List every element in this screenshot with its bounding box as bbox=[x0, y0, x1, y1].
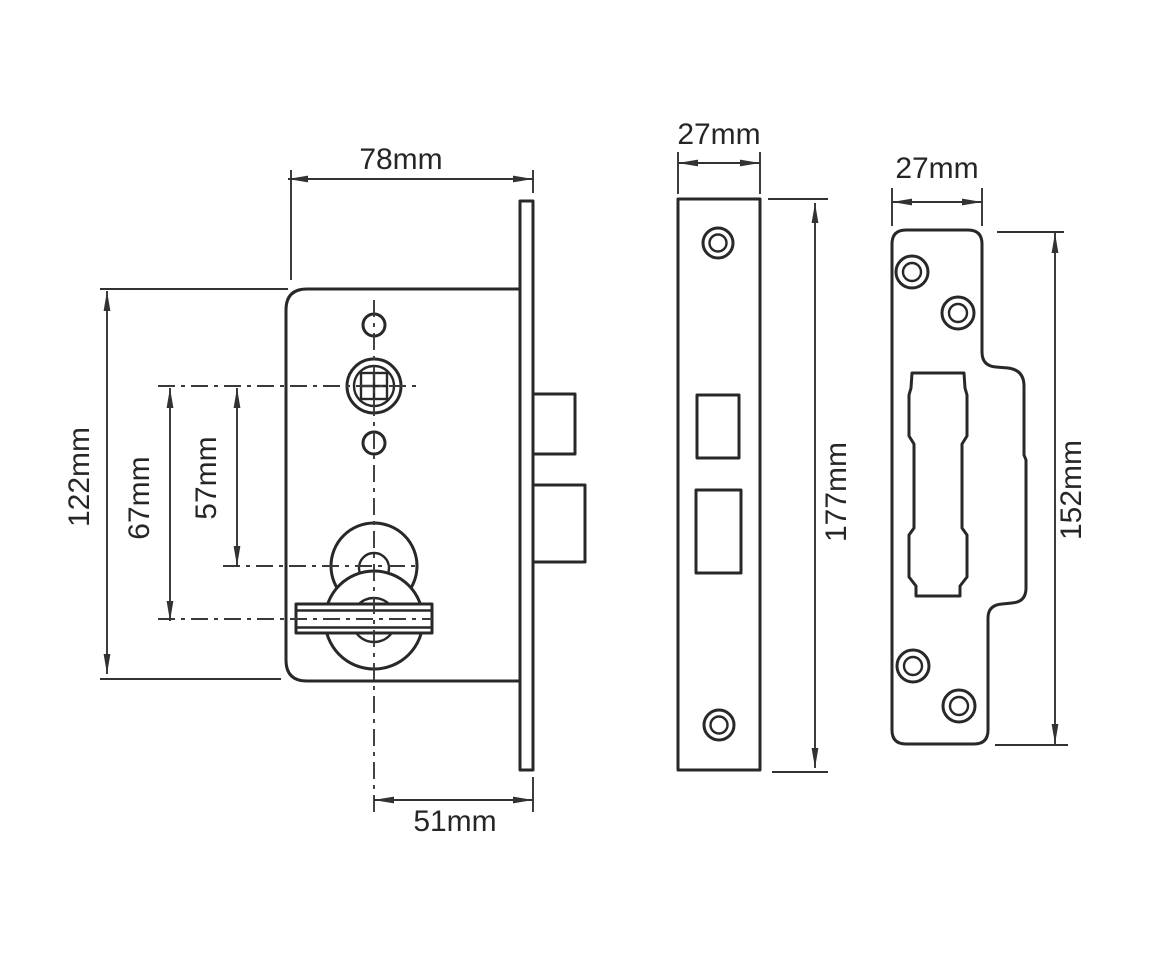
dim-label-strike-height: 152mm bbox=[1055, 440, 1088, 540]
strike-screw-hole-3-inner bbox=[902, 655, 924, 677]
dim-label-backset: 51mm bbox=[413, 805, 496, 838]
dim-lock-width: 78mm bbox=[288, 143, 534, 280]
faceplate-screw-hole-bottom bbox=[702, 708, 736, 742]
dim-label-lock-height: 122mm bbox=[63, 427, 96, 527]
strike-screw-hole-2 bbox=[940, 295, 976, 331]
strike-screw-hole-1-inner bbox=[901, 261, 923, 283]
strike-screw-hole-3 bbox=[895, 648, 931, 684]
strike-screw-hole-2-inner bbox=[947, 302, 969, 324]
strike-cutout bbox=[907, 371, 969, 598]
dim-label-faceplate-height: 177mm bbox=[820, 442, 853, 542]
dim-cylinder-centre: 67mm bbox=[123, 388, 174, 621]
dim-strike-height: 152mm bbox=[995, 231, 1088, 746]
dim-strike-width: 27mm bbox=[891, 152, 983, 226]
dim-backset: 51mm bbox=[374, 777, 534, 838]
dim-faceplate-width: 27mm bbox=[677, 118, 761, 194]
dim-label-faceplate-width: 27mm bbox=[677, 118, 760, 151]
faceplate-screw-hole-bottom-inner bbox=[709, 715, 729, 735]
strike-screw-hole-4-inner bbox=[948, 695, 970, 717]
faceplate-edge bbox=[518, 199, 535, 772]
faceplate-screw-hole-top-inner bbox=[708, 233, 728, 253]
faceplate-screw-hole-top bbox=[701, 226, 735, 260]
dim-label-strike-width: 27mm bbox=[895, 152, 978, 185]
dead-bolt bbox=[531, 483, 587, 564]
faceplate-front-view: 27mm 177mm bbox=[676, 118, 853, 773]
dim-label-lock-width: 78mm bbox=[359, 143, 442, 176]
dim-label-cylinder-top: 57mm bbox=[190, 436, 223, 519]
deadbolt-cutout bbox=[694, 488, 743, 575]
thumbturn-bar-lines bbox=[296, 609, 432, 629]
latch-bolt bbox=[531, 392, 577, 456]
dim-cylinder-top: 57mm bbox=[190, 388, 241, 566]
dim-label-cylinder-centre: 67mm bbox=[123, 456, 156, 539]
latch-cutout bbox=[695, 393, 741, 460]
strike-screw-hole-4 bbox=[941, 688, 977, 724]
strike-screw-hole-1 bbox=[894, 254, 930, 290]
dim-lock-height: 122mm bbox=[63, 288, 288, 680]
faceplate-outline bbox=[676, 197, 762, 772]
strike-plate-view: 27mm 152mm bbox=[890, 152, 1088, 746]
dim-faceplate-height: 177mm bbox=[768, 198, 853, 773]
lock-body-side-view: 78mm 122mm 67mm 57mm 51mm bbox=[63, 143, 587, 838]
